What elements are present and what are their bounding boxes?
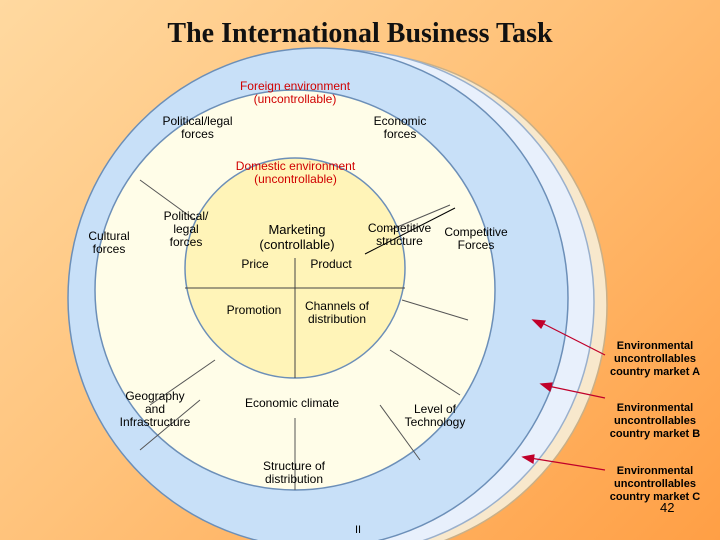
- level-technology-label: Level of Technology: [404, 402, 466, 429]
- env-market-b-label: Environmental uncontrollables country ma…: [609, 402, 701, 440]
- competitive-structure-label: Competitive structure: [367, 221, 432, 248]
- domestic-environment-label: Domestic environment (uncontrollable): [235, 159, 356, 186]
- marketing-label: Marketing (controllable): [259, 222, 335, 252]
- env-market-a-label: Environmental uncontrollables country ma…: [609, 340, 701, 378]
- domestic-political-legal-label: Political/ legal forces: [163, 209, 209, 249]
- product-label: Product: [310, 257, 352, 271]
- page-number: 42: [660, 500, 675, 515]
- promotion-label: Promotion: [226, 303, 282, 317]
- foreign-env-pointer: [364, 207, 456, 255]
- cultural-forces-label: Cultural forces: [88, 229, 130, 256]
- channels-label: Channels of distribution: [304, 299, 370, 326]
- economic-climate-label: Economic climate: [244, 396, 340, 410]
- env-market-c-label: Environmental uncontrollables country ma…: [609, 465, 701, 503]
- economic-forces-label: Economic forces: [373, 114, 427, 141]
- ring-spokes: [139, 179, 469, 490]
- foreign-environment-label: Foreign environment (uncontrollable): [239, 79, 351, 106]
- page-title: The International Business Task: [167, 18, 553, 49]
- price-label: Price: [241, 257, 269, 271]
- political-legal-forces-label: Political/legal forces: [162, 114, 233, 141]
- structure-distribution-label: Structure of distribution: [262, 459, 326, 486]
- bottom-mark: II: [355, 524, 362, 536]
- geography-label: Geography and Infrastructure: [119, 389, 191, 429]
- market-arrows: [521, 319, 606, 471]
- competitive-forces-label: Competitive Forces: [444, 225, 508, 252]
